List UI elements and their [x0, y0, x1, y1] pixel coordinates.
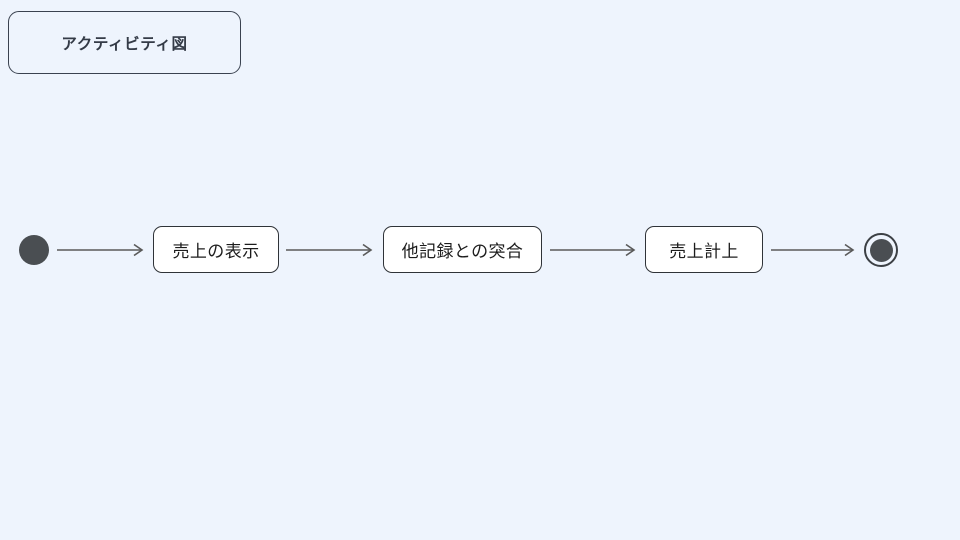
diagram-title-box[interactable]: アクティビティ図 — [8, 11, 241, 74]
activity-node-0[interactable]: 売上の表示 — [153, 226, 279, 273]
activity-node-1-label: 他記録との突合 — [401, 242, 524, 262]
arrow-activity-1-to-activity-2 — [550, 243, 636, 257]
start-node[interactable] — [19, 235, 49, 265]
arrow-activity-2-to-end — [771, 243, 855, 257]
activity-node-2[interactable]: 売上計上 — [645, 226, 763, 273]
arrow-activity-0-to-activity-1 — [286, 243, 373, 257]
activity-node-2-label: 売上計上 — [669, 242, 739, 262]
final-node[interactable] — [864, 233, 898, 267]
activity-node-1[interactable]: 他記録との突合 — [383, 226, 542, 273]
activity-node-0-label: 売上の表示 — [172, 242, 260, 262]
arrow-start-to-activity-0 — [57, 243, 144, 257]
diagram-title-label: アクティビティ図 — [61, 34, 188, 53]
final-node-inner-disc — [869, 238, 893, 262]
activity-flow-row: 売上の表示 他記録との突合 売上計上 — [0, 226, 960, 274]
